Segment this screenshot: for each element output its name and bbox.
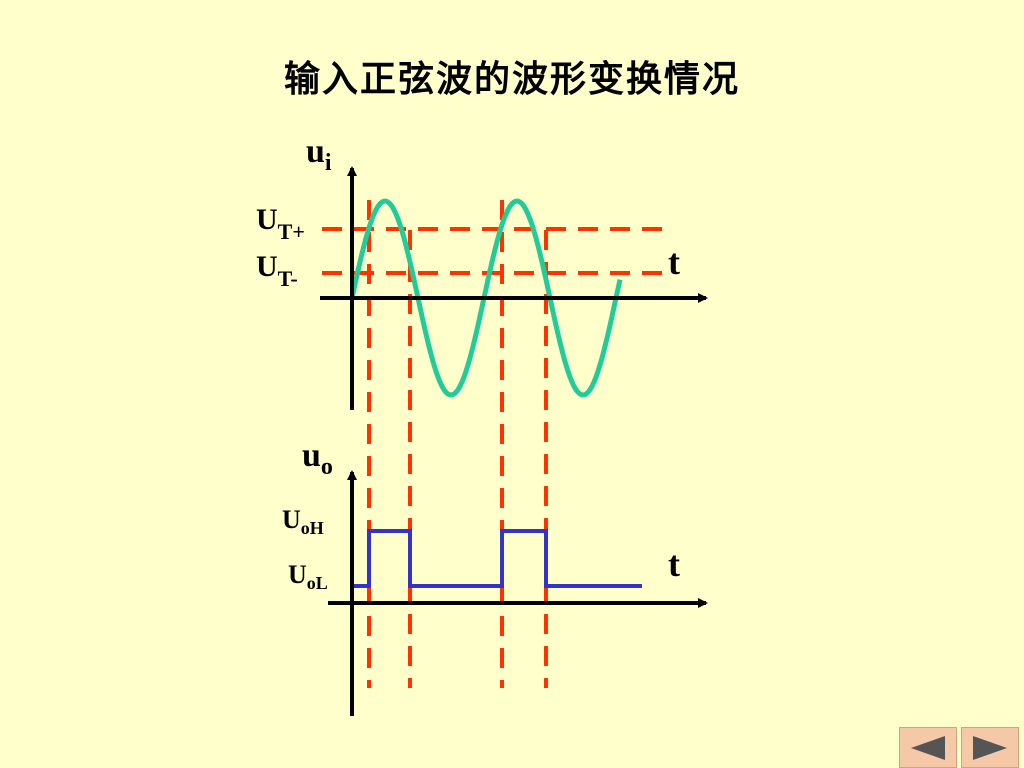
triangle-right-icon [973,735,1007,760]
slide-navigation [899,727,1024,768]
high-level-label: UoH [282,505,324,538]
output-y-label: uo [302,437,333,480]
triangle-left-icon [911,735,945,760]
transition-lines [367,200,548,688]
previous-slide-button[interactable] [899,727,957,768]
low-level-label: UoL [288,560,328,593]
square-wave [352,529,642,588]
input-x-label: t [668,242,680,282]
slide-title: 输入正弦波的波形变换情况 [283,58,740,100]
output-x-label: t [668,544,680,584]
lower-threshold-label: UT- [256,250,298,291]
input-y-label: ui [306,133,332,176]
next-slide-button[interactable] [961,727,1019,768]
upper-threshold-label: UT+ [256,203,305,244]
sine-wave [349,198,623,398]
